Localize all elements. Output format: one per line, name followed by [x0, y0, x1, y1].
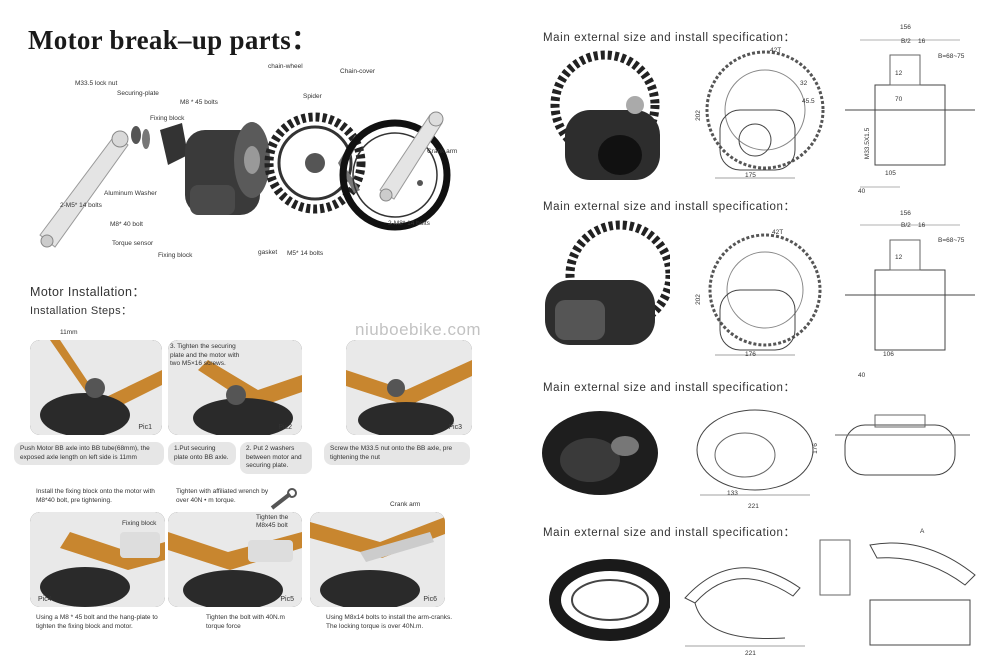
dim-40-1: 40	[858, 188, 866, 195]
install-photo-6: Pic6	[310, 512, 445, 607]
step2a-caption: 1.Put securing plate onto BB axle.	[168, 442, 236, 465]
install-photo-2: Pic2	[168, 340, 302, 435]
pic-tag: Pic4	[38, 596, 52, 603]
dim-teeth-2: 42T	[772, 229, 784, 236]
step2-title: 3. Tighten the securing plate and the mo…	[170, 343, 240, 367]
pic-tag: Pic3	[448, 424, 462, 431]
spec-heading-2: Main external size and install specifica…	[543, 201, 796, 213]
label-fixing-block-top: Fixing block	[150, 115, 185, 122]
chain-cover-render	[549, 559, 670, 641]
label-chain-wheel: chain-wheel	[268, 63, 303, 70]
dim-133-3: 133	[727, 490, 738, 497]
dim-176-2: 176	[745, 351, 756, 358]
dim-b2-2: B/2	[901, 222, 911, 229]
label-fixing-block-bottom: Fixing block	[158, 252, 193, 259]
label-m8-40-bolt: M8* 40 bolt	[110, 221, 143, 228]
step4-top-text: Install the fixing block onto the motor …	[36, 488, 155, 504]
dim-176-3: 176	[811, 443, 819, 454]
label-gasket: gasket	[258, 249, 278, 256]
motor-render-1	[550, 50, 660, 180]
label-securing-plate: Securing-plate	[117, 90, 159, 97]
install-photo-3: Pic3	[346, 340, 472, 435]
dim-teeth-1: 42T	[770, 47, 782, 54]
step6-bottom-text: Using M8x14 bolts to install the arm-cra…	[326, 614, 453, 630]
motor-render-2	[545, 220, 670, 345]
drawing-front-2	[845, 224, 975, 351]
motor-render-3	[542, 411, 658, 495]
installation-heading: Motor Installation：	[30, 285, 146, 299]
dim-a-4: A	[920, 528, 925, 535]
drawing-side-1	[705, 50, 825, 179]
pic-tag: Pic5	[280, 596, 294, 603]
label-chain-cover: Chain-cover	[340, 68, 376, 75]
dim-12-1: 12	[895, 70, 903, 77]
install-photo-1: Pic1	[30, 340, 162, 435]
install-photo-5: Pic5 Tighten the M8x45 bolt	[168, 512, 302, 607]
wrench-icon	[270, 488, 297, 510]
pic-tag: Pic2	[278, 424, 292, 431]
dim-156-1: 156	[900, 24, 911, 31]
dim-m33-1: M33.5X1.5	[864, 127, 872, 160]
dim-b68-2: B=68~75	[938, 237, 965, 244]
dim-106-2: 106	[883, 351, 894, 358]
label-m5-14-bolts: M5* 14 bolts	[287, 250, 324, 257]
dim-202-2: 202	[694, 294, 702, 305]
dim-16-1: 16	[918, 38, 926, 45]
drawing-front-1	[845, 39, 975, 188]
step1-caption: Push Motor BB axle into BB tube(68mm), t…	[14, 442, 164, 465]
install-photo-4: Pic4 Fixing block	[30, 512, 165, 607]
step4-bottom-text: Using a M8 * 45 bolt and the hang-plate …	[36, 614, 158, 630]
label-spider: Spider	[303, 93, 322, 100]
step5-bottom-text: Tighten the bolt with 40N.m torque force	[206, 614, 285, 630]
watermark: niuboebike.com	[355, 320, 482, 339]
exploded-parts-illustration	[39, 111, 451, 248]
dim-b68-1: B=68~75	[938, 53, 965, 60]
label-lock-nut: M33.5 lock nut	[75, 80, 118, 87]
dimension-11mm: 11mm	[60, 329, 78, 336]
drawing-cover-front	[819, 539, 976, 646]
pic-tag: Pic6	[423, 596, 437, 603]
dim-221-4: 221	[745, 650, 756, 657]
dim-202-1: 202	[694, 110, 702, 121]
drawing-side-2	[708, 233, 822, 356]
installation-steps-heading: Installation Steps：	[30, 305, 133, 317]
dim-70-1: 70	[895, 96, 903, 103]
drawing-side-3	[696, 409, 814, 496]
drawing-front-3	[835, 414, 970, 476]
step5-top-text: Tighten with affiliated wrench by over 4…	[176, 488, 269, 504]
dim-45-1: 45.5	[802, 98, 815, 105]
pic-tag: Pic1	[138, 424, 152, 431]
label-torque-sensor: Torque sensor	[112, 240, 154, 247]
spec-heading-3: Main external size and install specifica…	[543, 382, 796, 394]
dim-b2-1: B/2	[901, 38, 911, 45]
fixing-block-callout: Fixing block	[122, 520, 157, 527]
spec-heading-1: Main external size and install specifica…	[543, 32, 796, 44]
dim-12-2: 12	[895, 254, 903, 261]
dim-105-1: 105	[885, 170, 896, 177]
step3-caption: Screw the M33.5 nut onto the BB axle, pr…	[324, 442, 470, 465]
step2b-caption: 2. Put 2 washers between motor and secur…	[240, 442, 312, 474]
dim-221-3: 221	[748, 503, 759, 510]
dim-156-2: 156	[900, 210, 911, 217]
label-m8-45-bolts: M8 * 45 bolts	[180, 99, 218, 106]
label-crank-arm: Crank arm	[427, 148, 458, 155]
label-m5-14-bolts-left: 2-M5* 14 bolts	[60, 202, 102, 209]
dim-16-2: 16	[918, 222, 926, 229]
label-aluminum-washer: Aluminum Washer	[104, 190, 157, 197]
step6-label: Crank arm	[390, 501, 421, 508]
label-m8-14-bolts: 2-M8* 14 bolts	[388, 220, 430, 227]
page-title: Motor break–up parts：	[28, 25, 319, 55]
dim-40-2: 40	[858, 372, 866, 379]
dim-175-1: 175	[745, 172, 756, 179]
dim-32-1: 32	[800, 80, 808, 87]
tighten-callout: Tighten the M8x45 bolt	[256, 514, 289, 529]
drawing-cover-side	[684, 567, 805, 647]
spec-heading-4: Main external size and install specifica…	[543, 527, 796, 539]
